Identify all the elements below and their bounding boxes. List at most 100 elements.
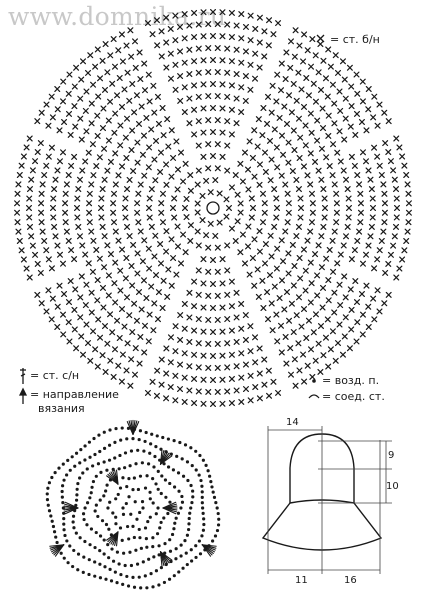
sc-stitch: [111, 190, 118, 197]
sc-stitch: [97, 334, 104, 341]
sc-symbol-icon: [316, 34, 325, 43]
sc-stitch: [242, 23, 249, 30]
sc-stitch: [286, 92, 293, 99]
sc-stitch: [315, 69, 322, 76]
sc-stitch: [187, 237, 194, 244]
sc-stitch: [200, 256, 207, 263]
sc-stitch: [354, 172, 361, 179]
sc-stitch: [90, 81, 97, 88]
sc-stitch: [96, 154, 103, 161]
sc-stitch: [393, 223, 400, 230]
sc-stitch: [195, 291, 202, 298]
sc-stitch: [116, 334, 123, 341]
sc-stitch: [26, 135, 33, 142]
sc-stitch: [317, 368, 324, 375]
sc-stitch: [288, 109, 295, 116]
sc-stitch: [60, 331, 67, 338]
sc-stitch: [151, 156, 158, 163]
sc-stitch: [228, 184, 235, 191]
sc-stitch: [112, 299, 119, 306]
sc-stitch: [136, 120, 143, 127]
sc-stitch: [281, 306, 288, 313]
sc-stitch: [334, 260, 341, 267]
sc-stitch: [186, 289, 193, 296]
sc-stitch: [214, 165, 221, 172]
sc-stitch: [60, 311, 67, 318]
sc-stitch: [219, 105, 226, 112]
sc-stitch: [123, 42, 130, 49]
sc-stitch: [99, 186, 106, 193]
sc-stitch: [314, 117, 321, 124]
sc-stitch: [151, 300, 158, 307]
sc-stitch: [177, 312, 184, 319]
sc-stitch: [256, 181, 263, 188]
sc-stitch: [138, 103, 145, 110]
sc-stitch: [43, 247, 50, 254]
sc-stitch: [352, 278, 359, 285]
sc-stitch: [195, 267, 202, 274]
sc-stitch: [34, 149, 41, 156]
sc-stitch: [297, 134, 304, 141]
sc-stitch: [203, 232, 210, 239]
sc-stitch: [181, 300, 188, 307]
sc-stitch: [252, 384, 259, 391]
sc-stitch: [205, 141, 212, 148]
sc-stitch: [136, 289, 143, 296]
sc-stitch: [74, 214, 81, 221]
sc-stitch: [371, 144, 378, 151]
sc-stitch: [274, 245, 281, 252]
sc-stitch: [177, 48, 184, 55]
sc-stitch: [390, 242, 397, 249]
sc-stitch: [141, 60, 148, 67]
sc-stitch: [332, 357, 339, 364]
sc-stitch: [214, 45, 221, 52]
sc-stitch: [72, 286, 79, 293]
sc-stitch: [163, 248, 170, 255]
sc-stitch: [60, 149, 67, 156]
sc-stitch: [363, 251, 370, 258]
sc-stitch: [265, 93, 272, 100]
sc-stitch: [312, 52, 319, 59]
sc-stitch: [219, 352, 226, 359]
sc-stitch: [233, 120, 240, 127]
sc-stitch: [250, 205, 256, 211]
sc-stitch: [174, 223, 181, 230]
sc-stitch: [233, 71, 240, 78]
sc-stitch: [256, 248, 263, 255]
sc-stitch: [295, 294, 302, 301]
sc-stitch: [56, 251, 63, 258]
sc-stitch: [307, 299, 314, 306]
sc-stitch: [291, 53, 298, 60]
sc-stitch: [62, 209, 69, 216]
sc-stitch: [219, 33, 226, 40]
sc-stitch: [181, 59, 188, 66]
sc-stitch: [308, 219, 315, 226]
sc-stitch: [195, 118, 202, 125]
sc-stitch: [130, 241, 137, 248]
sc-stitch: [327, 346, 334, 353]
sc-stitch: [224, 167, 231, 174]
sc-stitch: [307, 259, 314, 266]
sc-stitch: [86, 209, 93, 216]
sc-stitch: [148, 186, 155, 193]
sc-stitch: [278, 172, 285, 179]
sc-stitch: [174, 243, 181, 250]
sc-stitch: [163, 181, 170, 188]
sc-stitch: [187, 222, 194, 229]
sc-stitch: [233, 95, 240, 102]
sc-stitch: [137, 181, 144, 188]
sc-stitch: [279, 277, 286, 284]
sc-stitch: [331, 289, 338, 296]
sc-stitch: [56, 127, 63, 134]
sc-stitch: [274, 205, 280, 211]
sc-stitch: [82, 251, 89, 258]
sc-stitch: [129, 80, 136, 87]
sc-stitch: [268, 253, 275, 260]
sc-stitch: [142, 87, 148, 94]
sc-stitch: [325, 297, 332, 304]
sc-stitch: [331, 100, 338, 107]
sc-stitch: [34, 291, 41, 298]
sc-stitch: [153, 272, 160, 279]
sc-stitch: [123, 367, 130, 374]
